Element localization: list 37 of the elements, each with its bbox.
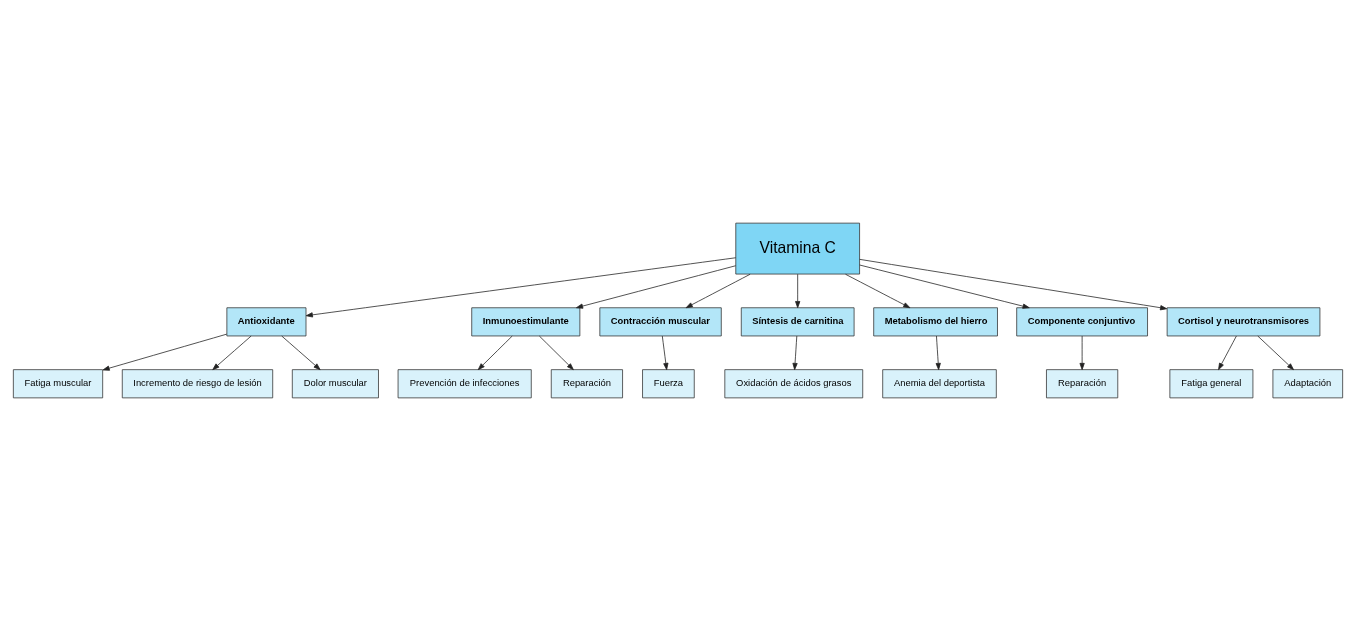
arrow (1257, 335, 1294, 370)
node-box: Cortisol y neurotransmisores (1166, 307, 1321, 337)
arrow (685, 273, 751, 309)
node-box: Oxidación de ácidos grasos (724, 369, 864, 399)
node-box: Reparación (1046, 369, 1119, 399)
node-box: Antioxidante (226, 307, 307, 337)
node-box: Vitamina C (735, 222, 860, 275)
node-box: Anemia del deportista (882, 369, 997, 399)
arrow (102, 333, 228, 371)
node-box: Reparación (550, 369, 623, 399)
arrow (859, 258, 1168, 311)
node-box: Fatiga muscular (12, 369, 104, 399)
arrow (538, 335, 574, 370)
node-box: Fatiga general (1169, 369, 1254, 399)
arrow (1079, 335, 1085, 370)
node-box: Síntesis de carnitina (740, 307, 855, 337)
node-box: Contracción muscular (599, 307, 722, 337)
arrow (576, 265, 737, 309)
node-box: Metabolismo del hierro (873, 307, 998, 337)
arrow (305, 257, 737, 318)
node-box: Componente conjuntivo (1016, 307, 1148, 337)
node-box: Incremento de riesgo de lesión (121, 369, 274, 399)
node-box: Dolor muscular (291, 369, 379, 399)
arrow (845, 273, 911, 309)
node-box: Prevención de infecciones (397, 369, 532, 399)
arrow (1218, 335, 1237, 370)
arrow (661, 335, 669, 370)
node-box: Fuerza (642, 369, 695, 399)
arrow (935, 335, 941, 370)
node-box: Inmunoestimulante (471, 307, 581, 337)
arrow (212, 335, 252, 370)
arrow (477, 335, 513, 370)
arrow (859, 264, 1030, 309)
arrow (792, 335, 798, 370)
arrow (281, 335, 321, 370)
node-box: Adaptación (1272, 369, 1344, 399)
arrow (795, 273, 801, 309)
